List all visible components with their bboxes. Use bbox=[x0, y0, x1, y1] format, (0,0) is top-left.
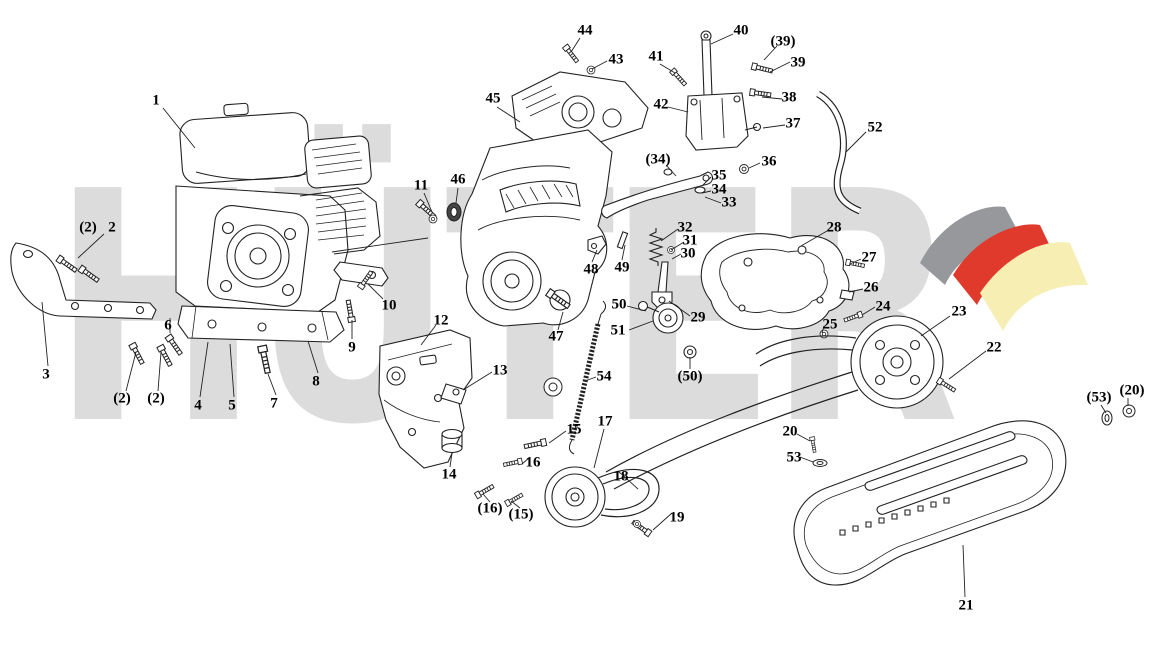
logo-red-swoosh bbox=[953, 224, 1057, 305]
logo-yellow-swoosh bbox=[980, 242, 1088, 331]
logo-gray-swoosh bbox=[920, 206, 1023, 285]
stand-bracket bbox=[10, 242, 157, 320]
cover-bolt-washer bbox=[809, 436, 828, 467]
handlebar-bracket bbox=[562, 30, 774, 174]
brand-logo bbox=[920, 206, 1088, 331]
drive-pulley bbox=[850, 315, 957, 409]
leader-lines bbox=[41, 33, 1129, 598]
side-cover bbox=[700, 233, 866, 339]
grommet-46 bbox=[446, 202, 462, 222]
tension-spring bbox=[543, 300, 607, 455]
drive-belt bbox=[605, 335, 859, 490]
engine-assembly bbox=[175, 102, 429, 343]
depth-rod bbox=[816, 90, 862, 215]
chain-case bbox=[460, 71, 649, 327]
shift-lever-linkage bbox=[587, 168, 714, 309]
tensioner-pulley bbox=[545, 288, 697, 359]
engine-fasteners bbox=[128, 198, 462, 375]
small-washers bbox=[1101, 404, 1136, 426]
idler-pulley bbox=[544, 466, 660, 538]
belt-cover bbox=[793, 420, 1067, 586]
mount-plate bbox=[378, 329, 548, 508]
